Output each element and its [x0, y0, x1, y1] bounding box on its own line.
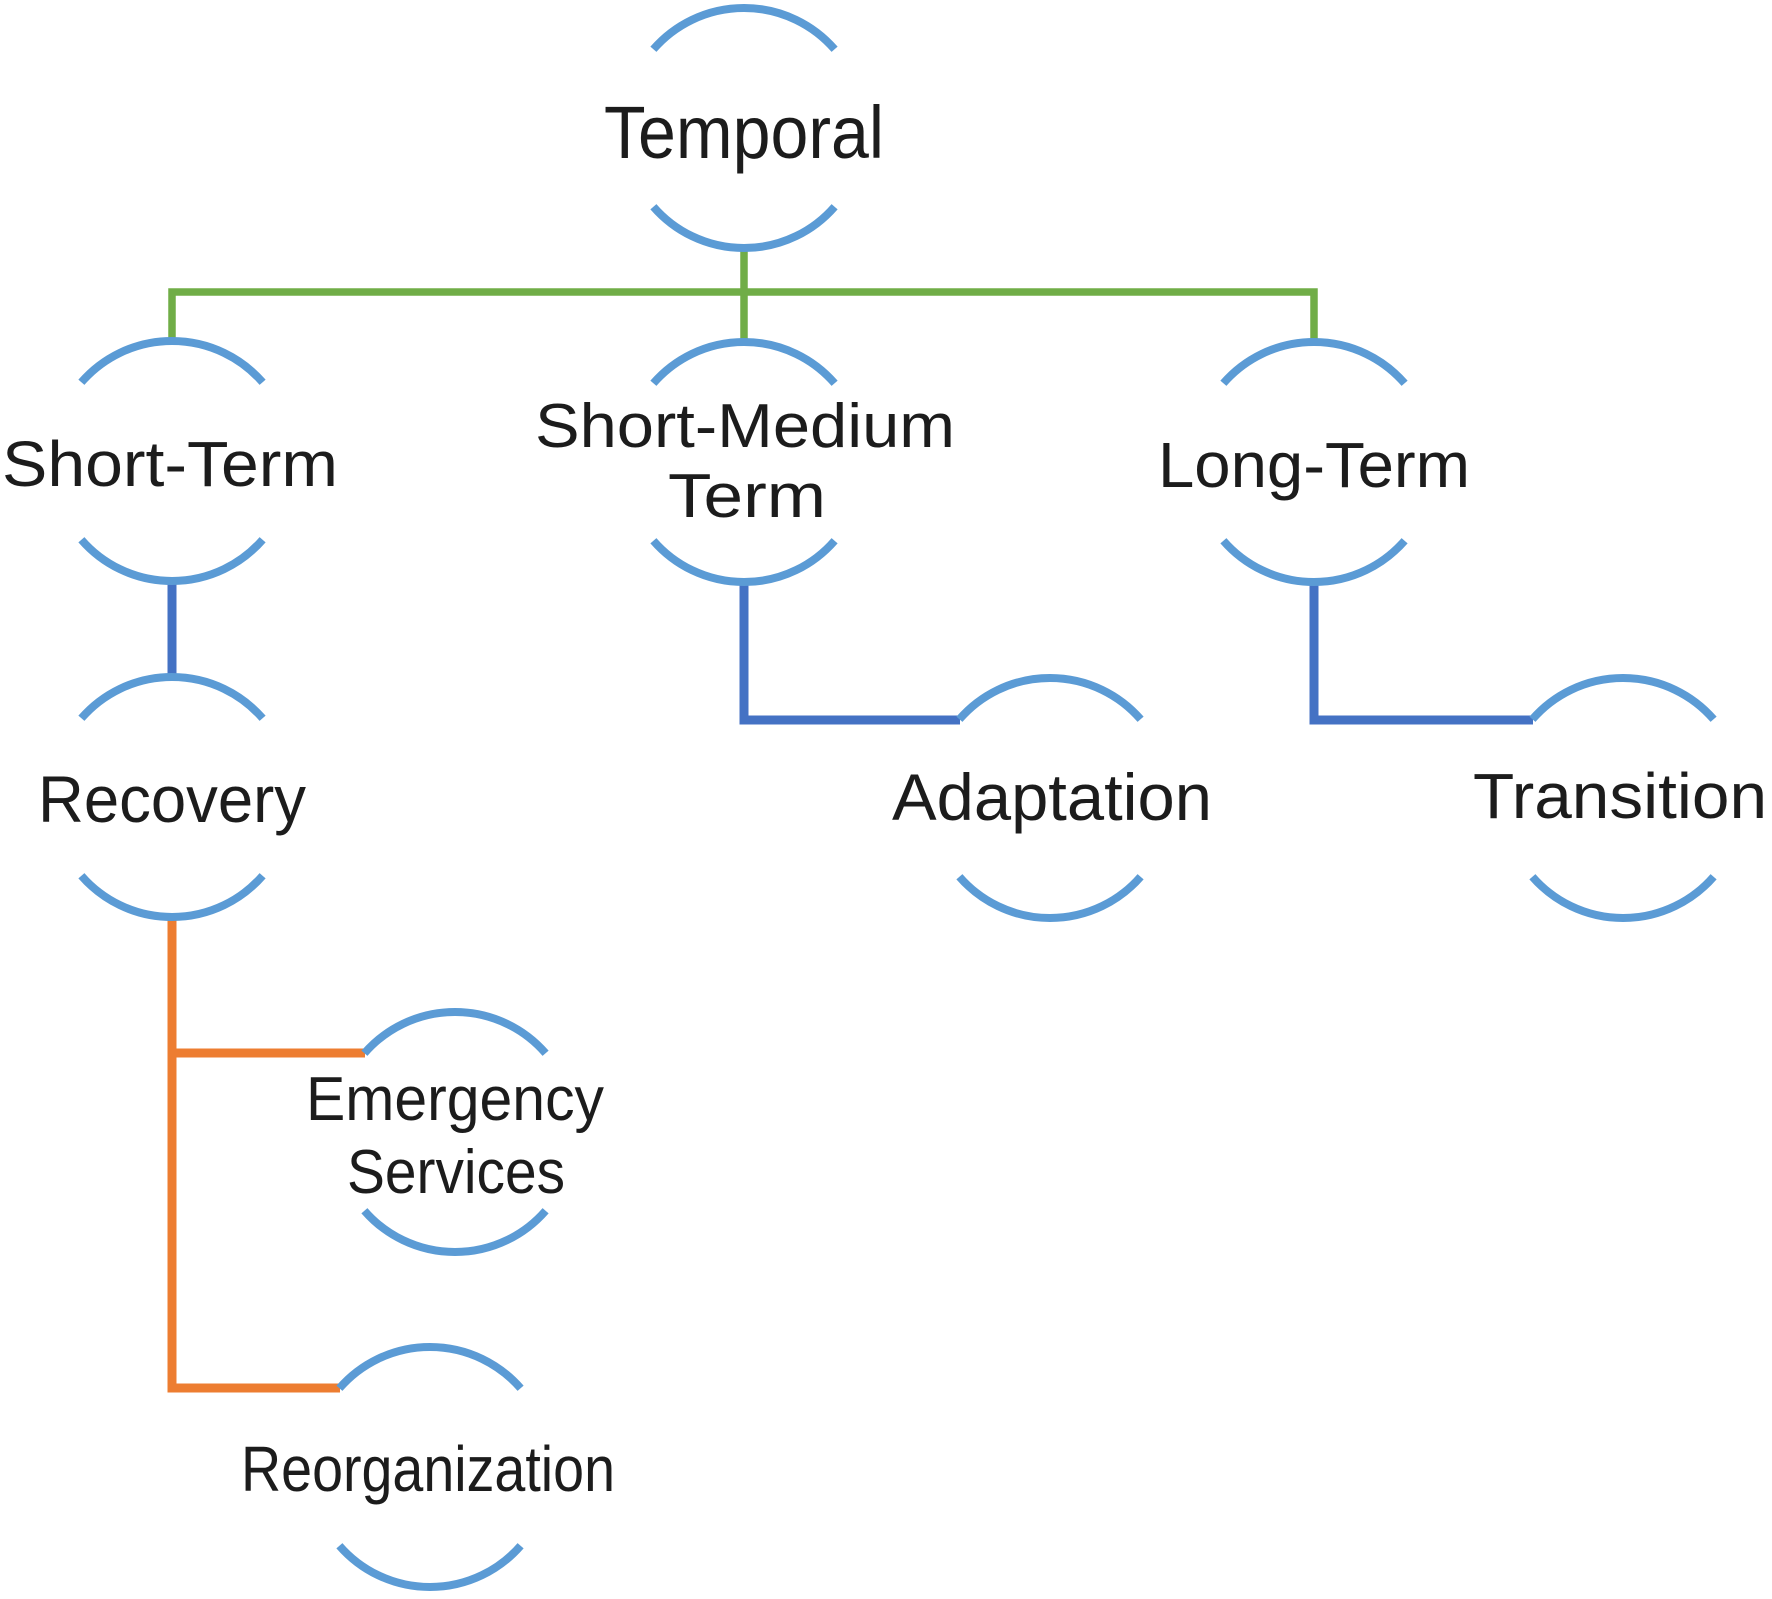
- node-recovery-label: Recovery: [38, 762, 306, 836]
- connectors-level1-green: [168, 246, 1318, 342]
- node-recovery-top-arc: [78, 673, 266, 721]
- node-recovery-bottom-arc: [78, 873, 266, 921]
- node-short-term-bottom-arc: [78, 537, 266, 585]
- connector-longterm-transition: [1309, 579, 1533, 725]
- connector-recovery-reorganization: [167, 915, 340, 1393]
- node-reorganization-label: Reorganization: [241, 1433, 615, 1505]
- connectors-level2-blue: [167, 579, 1533, 725]
- node-reorganization: Reorganization: [241, 1343, 615, 1591]
- node-short-medium-term: Short-Medium Term: [535, 338, 955, 586]
- node-long-term-label: Long-Term: [1158, 429, 1470, 501]
- node-temporal-label: Temporal: [604, 91, 884, 174]
- node-emergency-services-label-line2: Services: [347, 1138, 565, 1207]
- connector-level1-rail: [168, 288, 1318, 342]
- node-short-medium-term-top-arc: [650, 338, 838, 386]
- connectors-level3-orange: [167, 915, 365, 1393]
- node-reorganization-top-arc: [336, 1343, 524, 1391]
- node-adaptation-label: Adaptation: [892, 760, 1212, 834]
- node-transition-bottom-arc: [1529, 874, 1717, 922]
- node-long-term: Long-Term: [1158, 338, 1470, 586]
- node-temporal: Temporal: [604, 4, 884, 252]
- node-emergency-services-label-line1: Emergency: [306, 1065, 604, 1134]
- node-short-term: Short-Term: [2, 337, 338, 585]
- node-short-medium-term-bottom-arc: [650, 538, 838, 586]
- node-short-term-label: Short-Term: [2, 428, 338, 500]
- node-transition-label: Transition: [1473, 760, 1767, 832]
- node-long-term-top-arc: [1220, 338, 1408, 386]
- node-adaptation-bottom-arc: [956, 874, 1144, 922]
- node-transition: Transition: [1473, 674, 1767, 922]
- node-short-medium-term-label-line1: Short-Medium: [535, 392, 955, 461]
- node-emergency-services: Emergency Services: [306, 1008, 604, 1256]
- node-adaptation: Adaptation: [892, 674, 1212, 922]
- node-long-term-bottom-arc: [1220, 538, 1408, 586]
- connector-shortmedium-adaptation: [739, 579, 960, 725]
- node-temporal-bottom-arc: [650, 204, 838, 252]
- node-emergency-services-bottom-arc: [361, 1208, 549, 1256]
- node-transition-top-arc: [1529, 674, 1717, 722]
- node-short-medium-term-label-line2: Term: [668, 462, 826, 531]
- node-adaptation-top-arc: [956, 674, 1144, 722]
- node-short-term-top-arc: [78, 337, 266, 385]
- node-emergency-services-top-arc: [361, 1008, 549, 1056]
- node-reorganization-bottom-arc: [336, 1543, 524, 1591]
- node-temporal-top-arc: [650, 4, 838, 52]
- node-recovery: Recovery: [38, 673, 306, 921]
